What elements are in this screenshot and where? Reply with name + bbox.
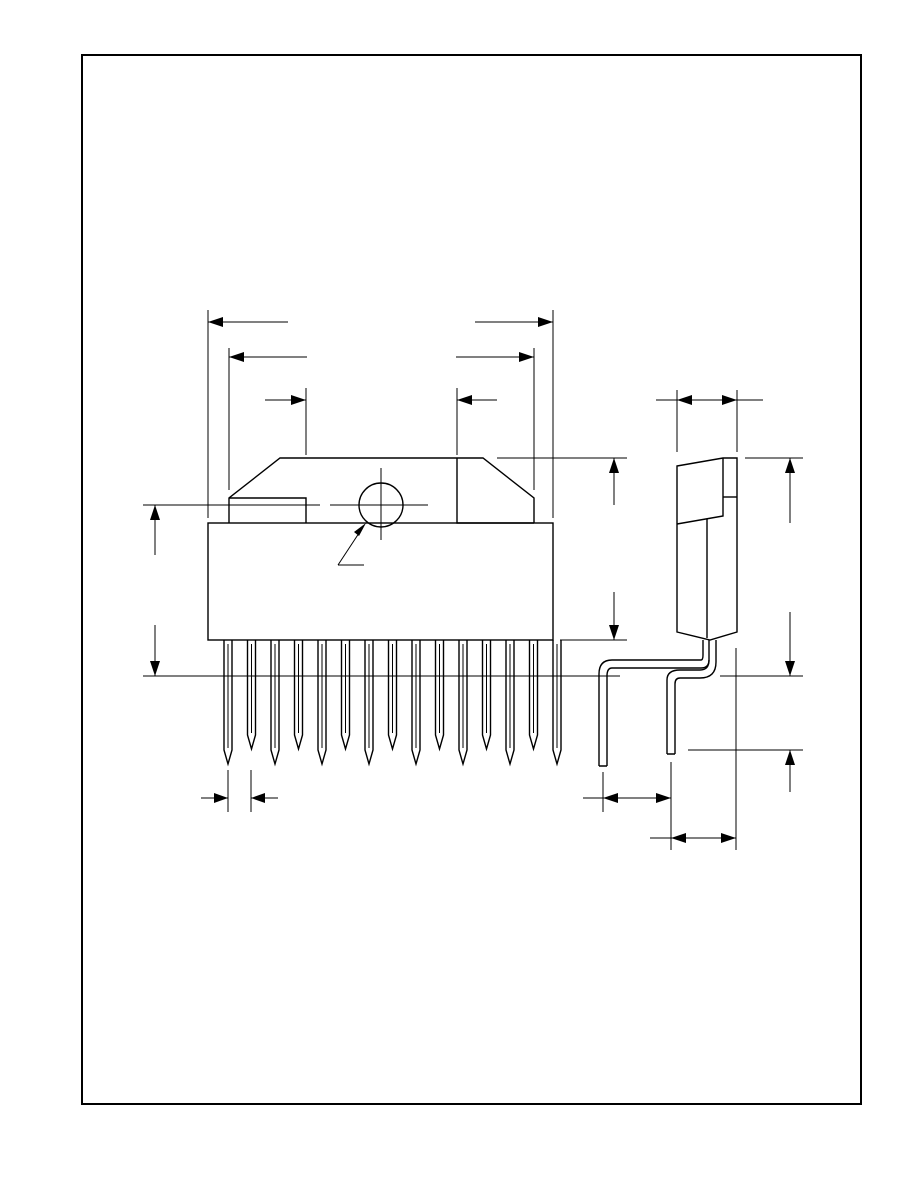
arrow-side-height-bottom: [785, 661, 795, 676]
arrow-side-depth-left: [677, 395, 692, 405]
front-view: [143, 457, 620, 767]
lead-1: [223, 640, 233, 767]
front-dimensions: [143, 310, 627, 812]
heatsink-tab: [228, 457, 535, 523]
arrow-overall-width-right: [538, 317, 553, 327]
package-body: [207, 522, 554, 641]
arrow-lead-length: [785, 750, 795, 765]
lead-3: [270, 640, 280, 767]
lead-4: [293, 640, 304, 752]
lead-5: [317, 640, 327, 767]
arrow-hole-top: [150, 505, 160, 520]
arrow-lead-offset-left: [671, 833, 686, 843]
lead-14: [528, 640, 539, 752]
arrow-pitch-right: [251, 793, 265, 803]
arrow-height-bottom: [609, 625, 619, 640]
lead-6: [340, 640, 351, 752]
lead-2: [246, 640, 257, 752]
arrow-slot-right: [457, 395, 472, 405]
arrow-tab-width-right: [519, 352, 534, 362]
lead-13: [505, 640, 515, 767]
lead-9: [411, 640, 421, 767]
lead-11: [458, 640, 468, 767]
lead-10: [434, 640, 445, 752]
arrow-hole-bottom: [150, 661, 160, 676]
arrow-slot-left: [291, 395, 306, 405]
lead-7: [364, 640, 374, 767]
side-view: [583, 390, 803, 850]
tab-slot-left: [229, 497, 307, 523]
hole-leader-arrow: [354, 523, 366, 536]
arrow-row-spacing-left: [603, 793, 618, 803]
arrow-pitch-left: [214, 793, 228, 803]
side-tab-line: [676, 458, 724, 525]
arrow-lead-offset-right: [721, 833, 736, 843]
lead-15: [552, 640, 562, 767]
front-leads: [223, 640, 562, 767]
arrow-tab-width-left: [229, 352, 244, 362]
arrow-overall-width-left: [208, 317, 223, 327]
arrow-height-top: [609, 458, 619, 473]
arrow-side-height-top: [785, 458, 795, 473]
arrow-row-spacing-right: [656, 793, 671, 803]
lead-12: [481, 640, 492, 752]
side-lead-front: [598, 640, 710, 767]
tab-slot-right: [456, 458, 534, 524]
side-lead-rear: [666, 640, 717, 755]
page-frame: [81, 54, 862, 1105]
arrow-side-depth-right: [722, 395, 737, 405]
lead-8: [387, 640, 398, 752]
